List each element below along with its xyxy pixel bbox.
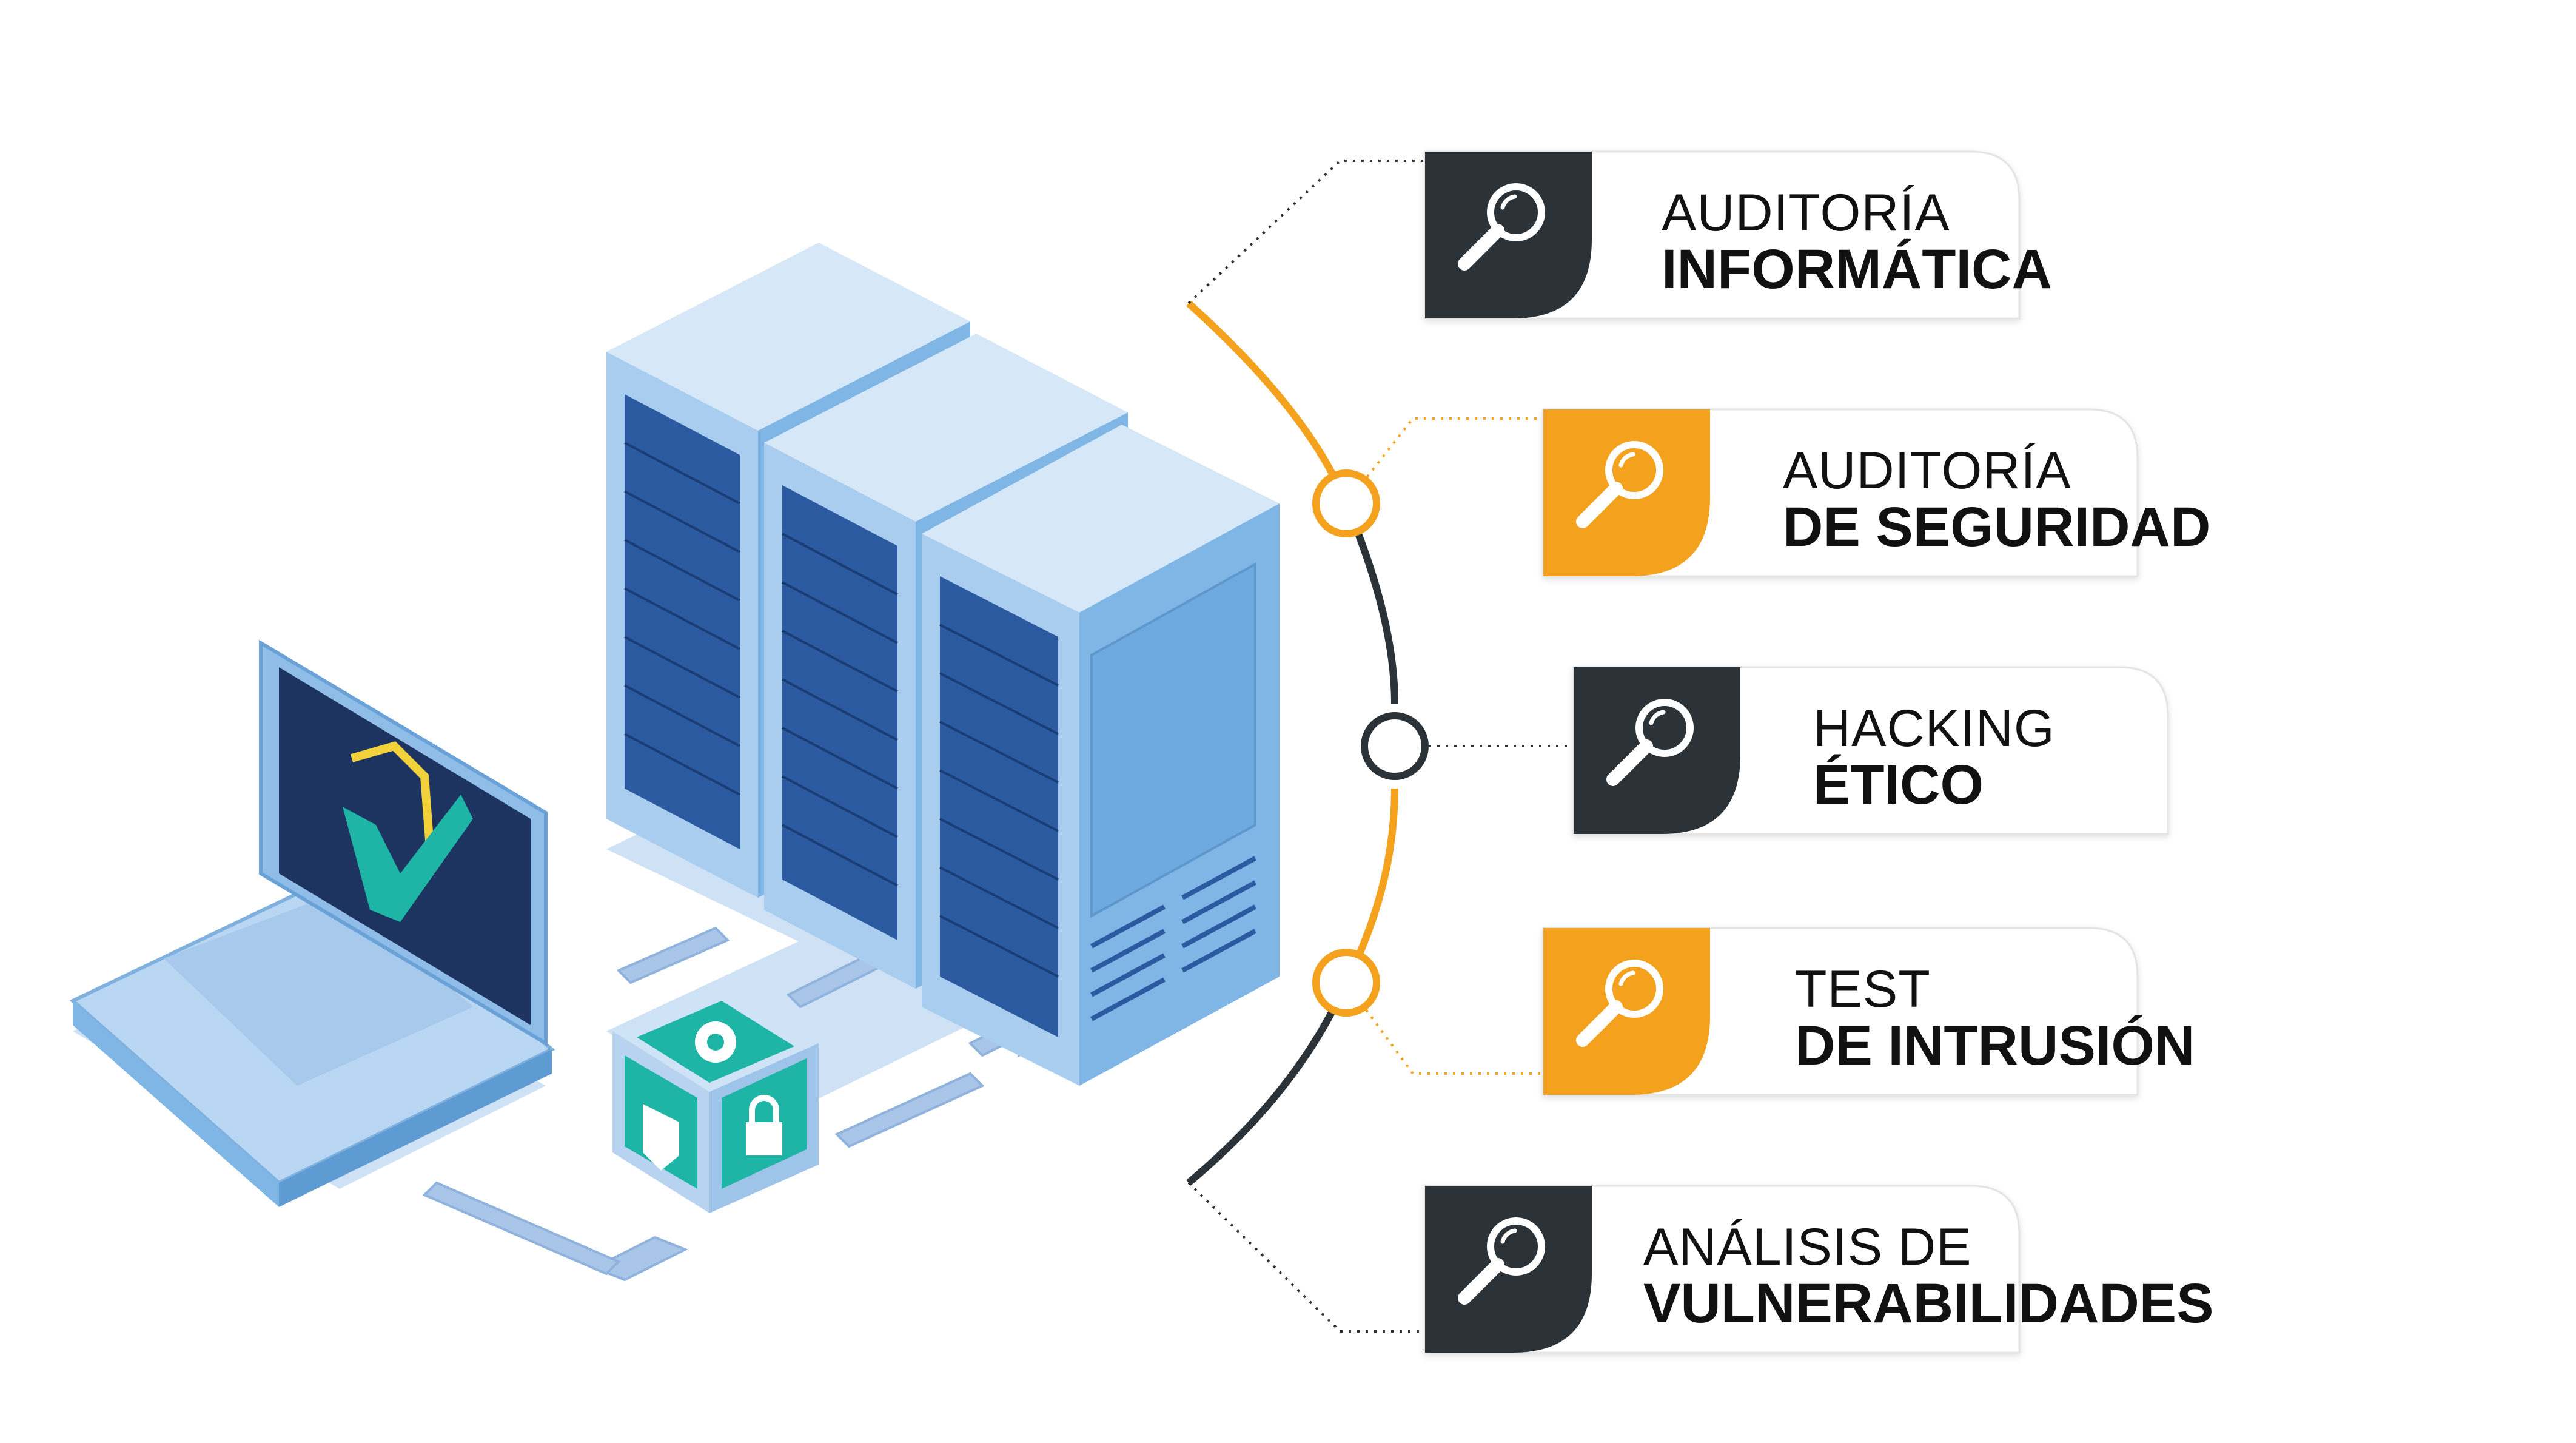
card-label-line2: VULNERABILIDADES bbox=[1643, 1273, 2213, 1334]
magnifier-icon bbox=[1606, 699, 1694, 786]
magnifier-icon bbox=[1458, 183, 1545, 271]
server-side-panel bbox=[1090, 562, 1256, 918]
padlock-icon bbox=[746, 1095, 782, 1155]
rack-slots-1 bbox=[625, 394, 740, 849]
laptop-screen bbox=[279, 667, 531, 1025]
leader-line-1 bbox=[1187, 160, 1425, 304]
arc-nodes bbox=[1312, 469, 1429, 1017]
leader-lines bbox=[1187, 160, 1574, 1333]
card-label-line2: DE INTRUSIÓN bbox=[1795, 1014, 2195, 1077]
card-label-line1: HACKING bbox=[1813, 699, 2055, 758]
arc-node-2 bbox=[1361, 712, 1429, 780]
gear-icon bbox=[695, 1021, 736, 1063]
server-rack-3 bbox=[922, 425, 1280, 1086]
card-label-line1: TEST bbox=[1795, 960, 1931, 1018]
server-vents bbox=[1090, 856, 1256, 1021]
laptop bbox=[69, 639, 555, 1207]
security-cube bbox=[612, 983, 819, 1213]
illustration bbox=[69, 243, 1280, 1282]
card-label-line1: ANÁLISIS DE bbox=[1643, 1218, 1972, 1276]
leader-line-2 bbox=[1345, 417, 1543, 505]
leader-line-5 bbox=[1187, 1182, 1425, 1333]
card-label-line1: AUDITORÍA bbox=[1783, 442, 2071, 500]
card-label-line1: AUDITORÍA bbox=[1662, 184, 1950, 242]
card-label-line2: ÉTICO bbox=[1813, 753, 1984, 816]
magnifier-icon bbox=[1458, 1217, 1545, 1305]
arc-node-1 bbox=[1312, 469, 1380, 537]
magnifier-icon bbox=[1576, 960, 1663, 1047]
magnifier-icon bbox=[1576, 441, 1663, 528]
shield-check-icon bbox=[343, 741, 473, 922]
card-label-line2: DE SEGURIDAD bbox=[1783, 496, 2210, 558]
card-label-line2: INFORMÁTICA bbox=[1662, 238, 2052, 300]
shield-icon bbox=[643, 1104, 679, 1171]
arc-node-3 bbox=[1312, 949, 1380, 1017]
